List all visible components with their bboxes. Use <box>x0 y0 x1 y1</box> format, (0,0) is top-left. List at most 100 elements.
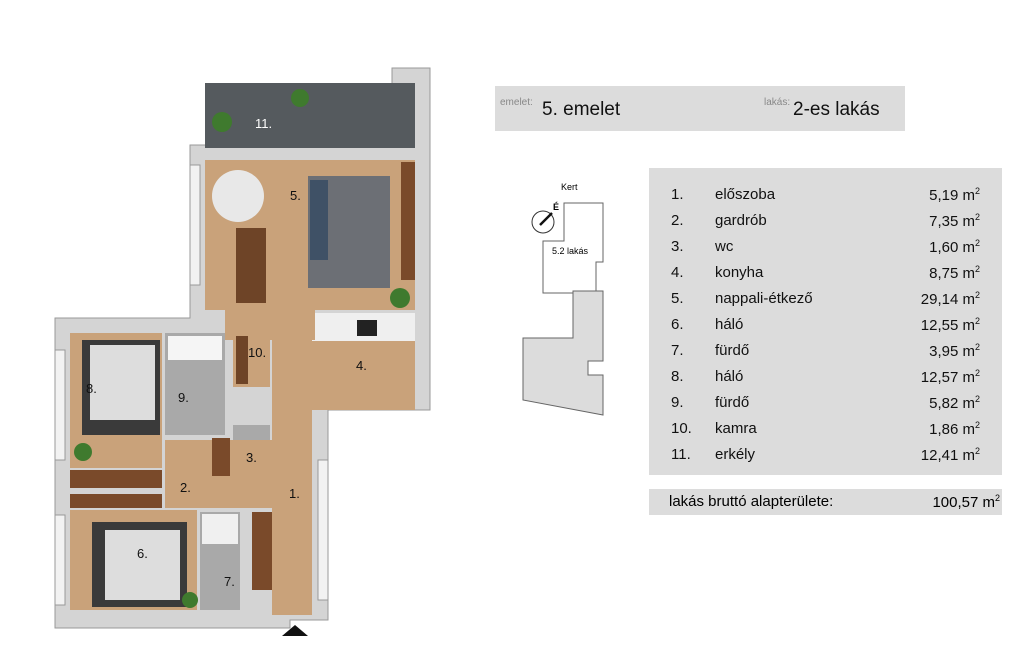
room-number: 4. <box>671 264 684 281</box>
hallway <box>272 310 312 615</box>
plant <box>390 288 410 308</box>
room-name: fürdő <box>715 342 750 359</box>
room-row: 7. fürdő 3,95 m2 <box>649 338 1002 364</box>
unit-sup: 2 <box>974 446 980 456</box>
room-name: fürdő <box>715 394 750 411</box>
unit-sup: 2 <box>974 342 980 352</box>
plant <box>182 592 198 608</box>
room-area-text: 7,35 m <box>929 213 975 230</box>
armchair <box>212 170 264 222</box>
unit-sup: 2 <box>974 212 980 222</box>
room-row: 1. előszoba 5,19 m2 <box>649 182 1002 208</box>
unit-sup: 2 <box>974 368 980 378</box>
room-row: 8. háló 12,57 m2 <box>649 364 1002 390</box>
unit-label: 5.2 lakás <box>552 246 589 256</box>
floor-label: emelet: <box>500 97 533 108</box>
room-area-text: 8,75 m <box>929 265 975 282</box>
balcony <box>205 83 415 148</box>
room-number: 9. <box>671 394 684 411</box>
room-area: 5,19 m2 <box>929 186 980 204</box>
room-label-1: 1. <box>289 486 300 501</box>
unit-sup: 2 <box>974 238 980 248</box>
room-area-text: 12,41 m <box>920 447 975 464</box>
room-name: konyha <box>715 264 764 281</box>
north-compass-icon <box>531 210 555 234</box>
site-plan-drawing <box>522 202 604 416</box>
room-row: 10. kamra 1,86 m2 <box>649 416 1002 442</box>
room-row: 6. háló 12,55 m2 <box>649 312 1002 338</box>
room-area-text: 1,86 m <box>929 421 975 438</box>
room-label-7: 7. <box>224 574 235 589</box>
room-number: 3. <box>671 238 684 255</box>
room-label-3: 3. <box>246 450 257 465</box>
dining-table <box>236 228 266 303</box>
room-number: 5. <box>671 290 684 307</box>
room-area: 12,41 m2 <box>921 446 980 464</box>
room-number: 10. <box>671 420 692 437</box>
total-value-text: 100,57 m <box>932 494 995 511</box>
room-area-text: 29,14 m <box>920 291 975 308</box>
floor-value: 5. emelet <box>542 99 621 120</box>
room-number: 2. <box>671 212 684 229</box>
room-name: wc <box>715 238 734 255</box>
plant <box>74 443 92 461</box>
window <box>317 459 329 601</box>
unit-sup: 2 <box>974 186 980 196</box>
room-area: 12,57 m2 <box>921 368 980 386</box>
plant <box>212 112 232 132</box>
room-label-4: 4. <box>356 358 367 373</box>
room-area-text: 5,82 m <box>929 395 975 412</box>
room-area: 1,60 m2 <box>929 238 980 256</box>
site-plan: Kert É 5.2 lakás <box>510 175 620 425</box>
room-area: 1,86 m2 <box>929 420 980 438</box>
room-name: kamra <box>715 420 757 437</box>
bathtub <box>168 336 222 360</box>
room-number: 1. <box>671 186 684 203</box>
room-number: 11. <box>671 446 691 463</box>
room-area: 29,14 m2 <box>921 290 980 308</box>
room-name: háló <box>715 368 744 385</box>
room-area-text: 3,95 m <box>929 343 975 360</box>
room-label-8: 8. <box>86 381 97 396</box>
cooktop <box>357 320 377 336</box>
unit-sup: 2 <box>974 394 980 404</box>
total-value: 100,57 m2 <box>932 493 1000 511</box>
bed-8-linen <box>90 345 155 420</box>
unit-sup: 2 <box>974 316 980 326</box>
room-area: 3,95 m2 <box>929 342 980 360</box>
room-row: 3. wc 1,60 m2 <box>649 234 1002 260</box>
room-label-9: 9. <box>178 390 189 405</box>
room-name: háló <box>715 316 744 333</box>
room-number: 6. <box>671 316 684 333</box>
floor-apartment-header: emelet: 5. emelet lakás: 2-es lakás <box>495 86 905 131</box>
room-name: előszoba <box>715 186 776 203</box>
room-number: 7. <box>671 342 684 359</box>
room-area-text: 1,60 m <box>929 239 975 256</box>
room-area: 5,82 m2 <box>929 394 980 412</box>
room-area: 7,35 m2 <box>929 212 980 230</box>
unit-sup: 2 <box>994 493 1000 503</box>
unit-sup: 2 <box>974 420 980 430</box>
total-label: lakás bruttó alapterülete: <box>669 493 834 510</box>
garden-label: Kert <box>561 182 578 192</box>
room-label-10: 10. <box>248 345 267 360</box>
room-number: 8. <box>671 368 684 385</box>
floor-plan: 11. 5. 4. 10. 8. 9. 3. 2. 1. 6. 7. <box>0 0 480 664</box>
window <box>54 349 66 461</box>
sofa <box>310 180 328 260</box>
room-label-6: 6. <box>137 546 148 561</box>
room-area-text: 12,55 m <box>920 317 975 334</box>
room-row: 5. nappali-étkező 29,14 m2 <box>649 286 1002 312</box>
room-name: nappali-étkező <box>715 290 813 307</box>
unit-sup: 2 <box>974 290 980 300</box>
apartment-value: 2-es lakás <box>793 99 880 120</box>
room-area: 12,55 m2 <box>921 316 980 334</box>
room-area-text: 12,57 m <box>920 369 975 386</box>
room-name: gardrób <box>715 212 767 229</box>
total-area-row: lakás bruttó alapterülete: 100,57 m2 <box>649 489 1002 515</box>
building-outline <box>522 290 604 416</box>
room-label-2: 2. <box>180 480 191 495</box>
